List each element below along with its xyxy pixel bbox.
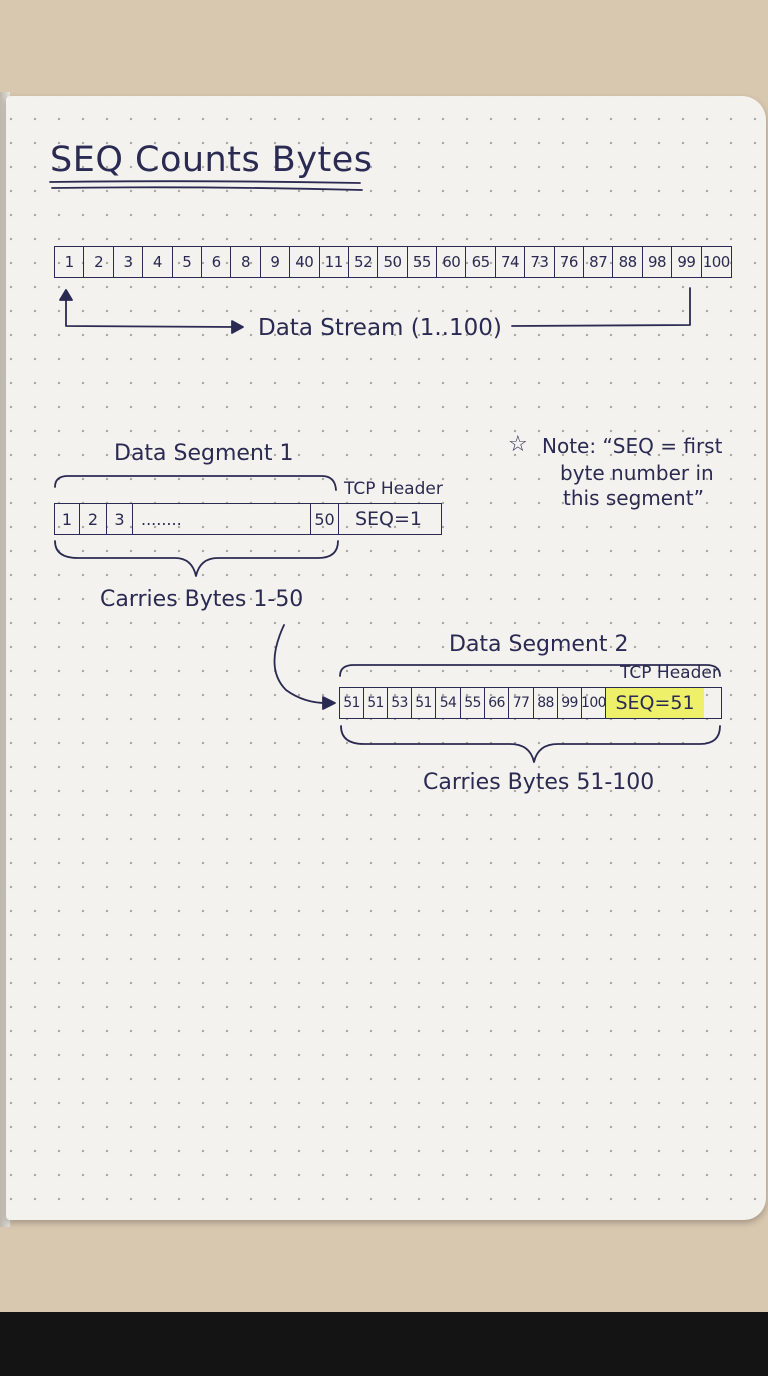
stream-byte-cell: 87 <box>584 247 614 277</box>
notebook-binding-edge <box>0 92 10 1227</box>
stream-arrow-head <box>231 320 244 334</box>
segment-2-byte-cell: 53 <box>388 688 412 718</box>
notebook-page <box>6 96 766 1220</box>
segment-2-byte-cell: 51 <box>364 688 388 718</box>
segment-1-carries-label: Carries Bytes 1-50 <box>100 587 304 612</box>
segment-2-byte-cell: 77 <box>509 688 534 718</box>
segment-2-byte-cell: 51 <box>340 688 364 718</box>
segment-arrow <box>273 624 327 704</box>
stream-byte-cell: 9 <box>261 247 291 277</box>
segment-1-byte-cell: 3 <box>107 504 133 534</box>
segment-arrow-head <box>322 696 336 710</box>
stream-byte-cell: 2 <box>84 247 114 277</box>
stream-arrow <box>65 295 237 328</box>
stream-byte-cell: 76 <box>555 247 585 277</box>
segment-2-byte-cell: 54 <box>436 688 461 718</box>
stream-byte-cell: 98 <box>643 247 673 277</box>
title-underline <box>51 186 363 191</box>
stream-byte-cell: 4 <box>143 247 173 277</box>
segment-2-carries-label: Carries Bytes 51-100 <box>423 770 655 795</box>
segment-2-byte-cell: 88 <box>534 688 558 718</box>
stream-byte-cell: 73 <box>525 247 555 277</box>
data-stream-label: Data Stream (1..100) <box>258 315 502 341</box>
stream-byte-cell: 3 <box>114 247 144 277</box>
star-icon: ☆ <box>508 432 528 457</box>
stream-byte-cell: 5 <box>173 247 202 277</box>
segment-2-byte-cell: 66 <box>485 688 509 718</box>
segment-1-byte-cell: 1 <box>55 504 80 534</box>
segment-2-top-bracket <box>339 664 721 677</box>
segment-1-label: Data Segment 1 <box>114 441 294 466</box>
segment-1-top-bracket <box>54 475 337 491</box>
segment-2-byte-cell: 51 <box>412 688 436 718</box>
stream-byte-cell: 60 <box>437 247 467 277</box>
segment-1-byte-cell: 50 <box>311 504 339 534</box>
segment-2-seq-field: SEQ=51 <box>606 688 704 718</box>
segment-1-header-label: TCP Header <box>344 479 443 499</box>
stream-byte-cell: 50 <box>378 247 408 277</box>
stream-byte-cell: 55 <box>408 247 438 277</box>
title-underline <box>49 180 361 184</box>
stream-arrow-head <box>59 289 73 301</box>
segment-2-bottom-brace <box>340 725 721 763</box>
stream-byte-cell: 6 <box>202 247 232 277</box>
segment-1-seq-field: SEQ=1 <box>354 508 423 530</box>
stream-byte-cell: 99 <box>672 247 702 277</box>
note-line-3: this segment” <box>563 486 704 510</box>
segment-1-byte-cell: 2 <box>80 504 107 534</box>
stream-byte-cell: 52 <box>349 247 379 277</box>
stream-arrow <box>511 287 691 327</box>
segment-2-byte-cell: 55 <box>461 688 485 718</box>
segment-2-byte-cell: 99 <box>558 688 582 718</box>
stream-byte-cell: 8 <box>231 247 261 277</box>
page-title: SEQ Counts Bytes <box>50 140 373 180</box>
stream-byte-cell: 88 <box>613 247 643 277</box>
note-line-2: byte number in <box>560 461 714 485</box>
segment-1-bottom-brace <box>54 540 339 577</box>
stream-byte-cell: 1 <box>55 247 85 277</box>
segment-1-row: 1 2 3 ........ 50 SEQ=1 <box>54 503 442 535</box>
note-line-1: Note: “SEQ = first <box>542 434 723 458</box>
desk-shadow <box>0 1312 768 1376</box>
segment-2-byte-cell: 100 <box>581 688 607 718</box>
stream-byte-cell: 11 <box>320 247 349 277</box>
stream-byte-cell: 100 <box>702 253 731 271</box>
stream-byte-cell: 65 <box>466 247 496 277</box>
stream-byte-cell: 40 <box>290 247 320 277</box>
segment-1-ellipsis-cell: ........ <box>133 504 311 534</box>
segment-2-header-label: TCP Header <box>620 663 719 683</box>
stream-byte-cell: 74 <box>496 247 526 277</box>
segment-2-label: Data Segment 2 <box>449 632 629 657</box>
